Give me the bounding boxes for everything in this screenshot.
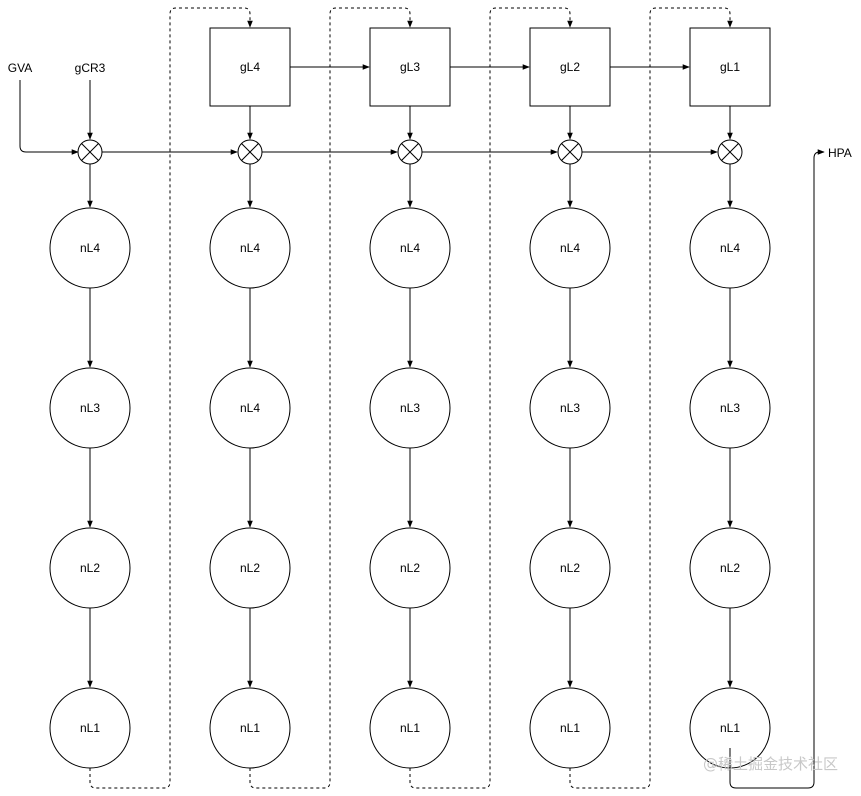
walk-node bbox=[689, 367, 771, 449]
walk-node-label: nL3 bbox=[720, 401, 740, 415]
walk-node bbox=[369, 367, 451, 449]
walk-node-label: nL1 bbox=[240, 721, 260, 735]
guest-level-label: gL4 bbox=[240, 60, 260, 74]
combine-operator bbox=[397, 139, 423, 165]
walk-node bbox=[369, 527, 451, 609]
feedback-dashed-edge bbox=[249, 7, 413, 789]
walk-node-label: nL1 bbox=[400, 721, 420, 735]
combine-operator bbox=[557, 139, 583, 165]
hpa-edge bbox=[729, 149, 825, 789]
walk-node-label: nL2 bbox=[720, 561, 740, 575]
walk-node bbox=[529, 687, 611, 769]
walk-node-label: nL2 bbox=[80, 561, 100, 575]
watermark-text: @稀土掘金技术社区 bbox=[703, 755, 838, 773]
feedback-dashed-edge bbox=[569, 7, 733, 789]
walk-node bbox=[209, 367, 291, 449]
walk-node-label: nL3 bbox=[560, 401, 580, 415]
combine-operators bbox=[77, 139, 743, 165]
walk-node-label: nL2 bbox=[560, 561, 580, 575]
walk-node-label: nL1 bbox=[720, 721, 740, 735]
walk-node-label: nL3 bbox=[80, 401, 100, 415]
solid-edges bbox=[87, 64, 733, 688]
walk-node-label: nL1 bbox=[560, 721, 580, 735]
walk-node bbox=[209, 687, 291, 769]
walk-node bbox=[369, 207, 451, 289]
walk-node-label: nL4 bbox=[80, 241, 100, 255]
guest-level-boxes: gL4 gL3 gL2 gL1 bbox=[209, 27, 771, 107]
walk-node bbox=[529, 207, 611, 289]
guest-level-box bbox=[209, 27, 291, 107]
combine-operator bbox=[237, 139, 263, 165]
guest-level-box bbox=[369, 27, 451, 107]
dashed-edges bbox=[89, 7, 733, 789]
feedback-dashed-edge bbox=[89, 7, 253, 789]
walk-node bbox=[529, 527, 611, 609]
walk-node-label: nL1 bbox=[80, 721, 100, 735]
combine-operator bbox=[77, 139, 103, 165]
walk-node-label: nL4 bbox=[400, 241, 420, 255]
feedback-dashed-edge bbox=[409, 7, 573, 789]
combine-operator bbox=[717, 139, 743, 165]
walk-node-label: nL4 bbox=[560, 241, 580, 255]
walk-node bbox=[369, 687, 451, 769]
gva-label: GVA bbox=[8, 61, 32, 75]
walk-node bbox=[529, 367, 611, 449]
walk-node bbox=[689, 527, 771, 609]
walk-node bbox=[209, 527, 291, 609]
walk-node-label: nL3 bbox=[400, 401, 420, 415]
walk-node bbox=[49, 367, 131, 449]
walk-node bbox=[209, 207, 291, 289]
walk-node-label: nL2 bbox=[400, 561, 420, 575]
guest-level-box bbox=[689, 27, 771, 107]
walk-nodes: nL4 nL3 nL2 nL1 nL4 nL4 nL2 nL1 nL4 nL3 nL2 nL1 nL4 n… bbox=[49, 207, 771, 769]
walk-node bbox=[689, 207, 771, 289]
walk-node bbox=[49, 527, 131, 609]
walk-node-label: nL4 bbox=[720, 241, 740, 255]
walk-node-label: nL2 bbox=[240, 561, 260, 575]
hpa-label: HPA bbox=[828, 146, 852, 160]
gva-edge bbox=[19, 80, 79, 155]
gcr3-label: gCR3 bbox=[75, 61, 106, 75]
guest-level-box bbox=[529, 27, 611, 107]
walk-node-label: nL4 bbox=[240, 401, 260, 415]
guest-level-label: gL1 bbox=[720, 60, 740, 74]
guest-level-label: gL2 bbox=[560, 60, 580, 74]
guest-level-label: gL3 bbox=[400, 60, 420, 74]
walk-node bbox=[49, 687, 131, 769]
walk-node-label: nL4 bbox=[240, 241, 260, 255]
walk-node bbox=[49, 207, 131, 289]
